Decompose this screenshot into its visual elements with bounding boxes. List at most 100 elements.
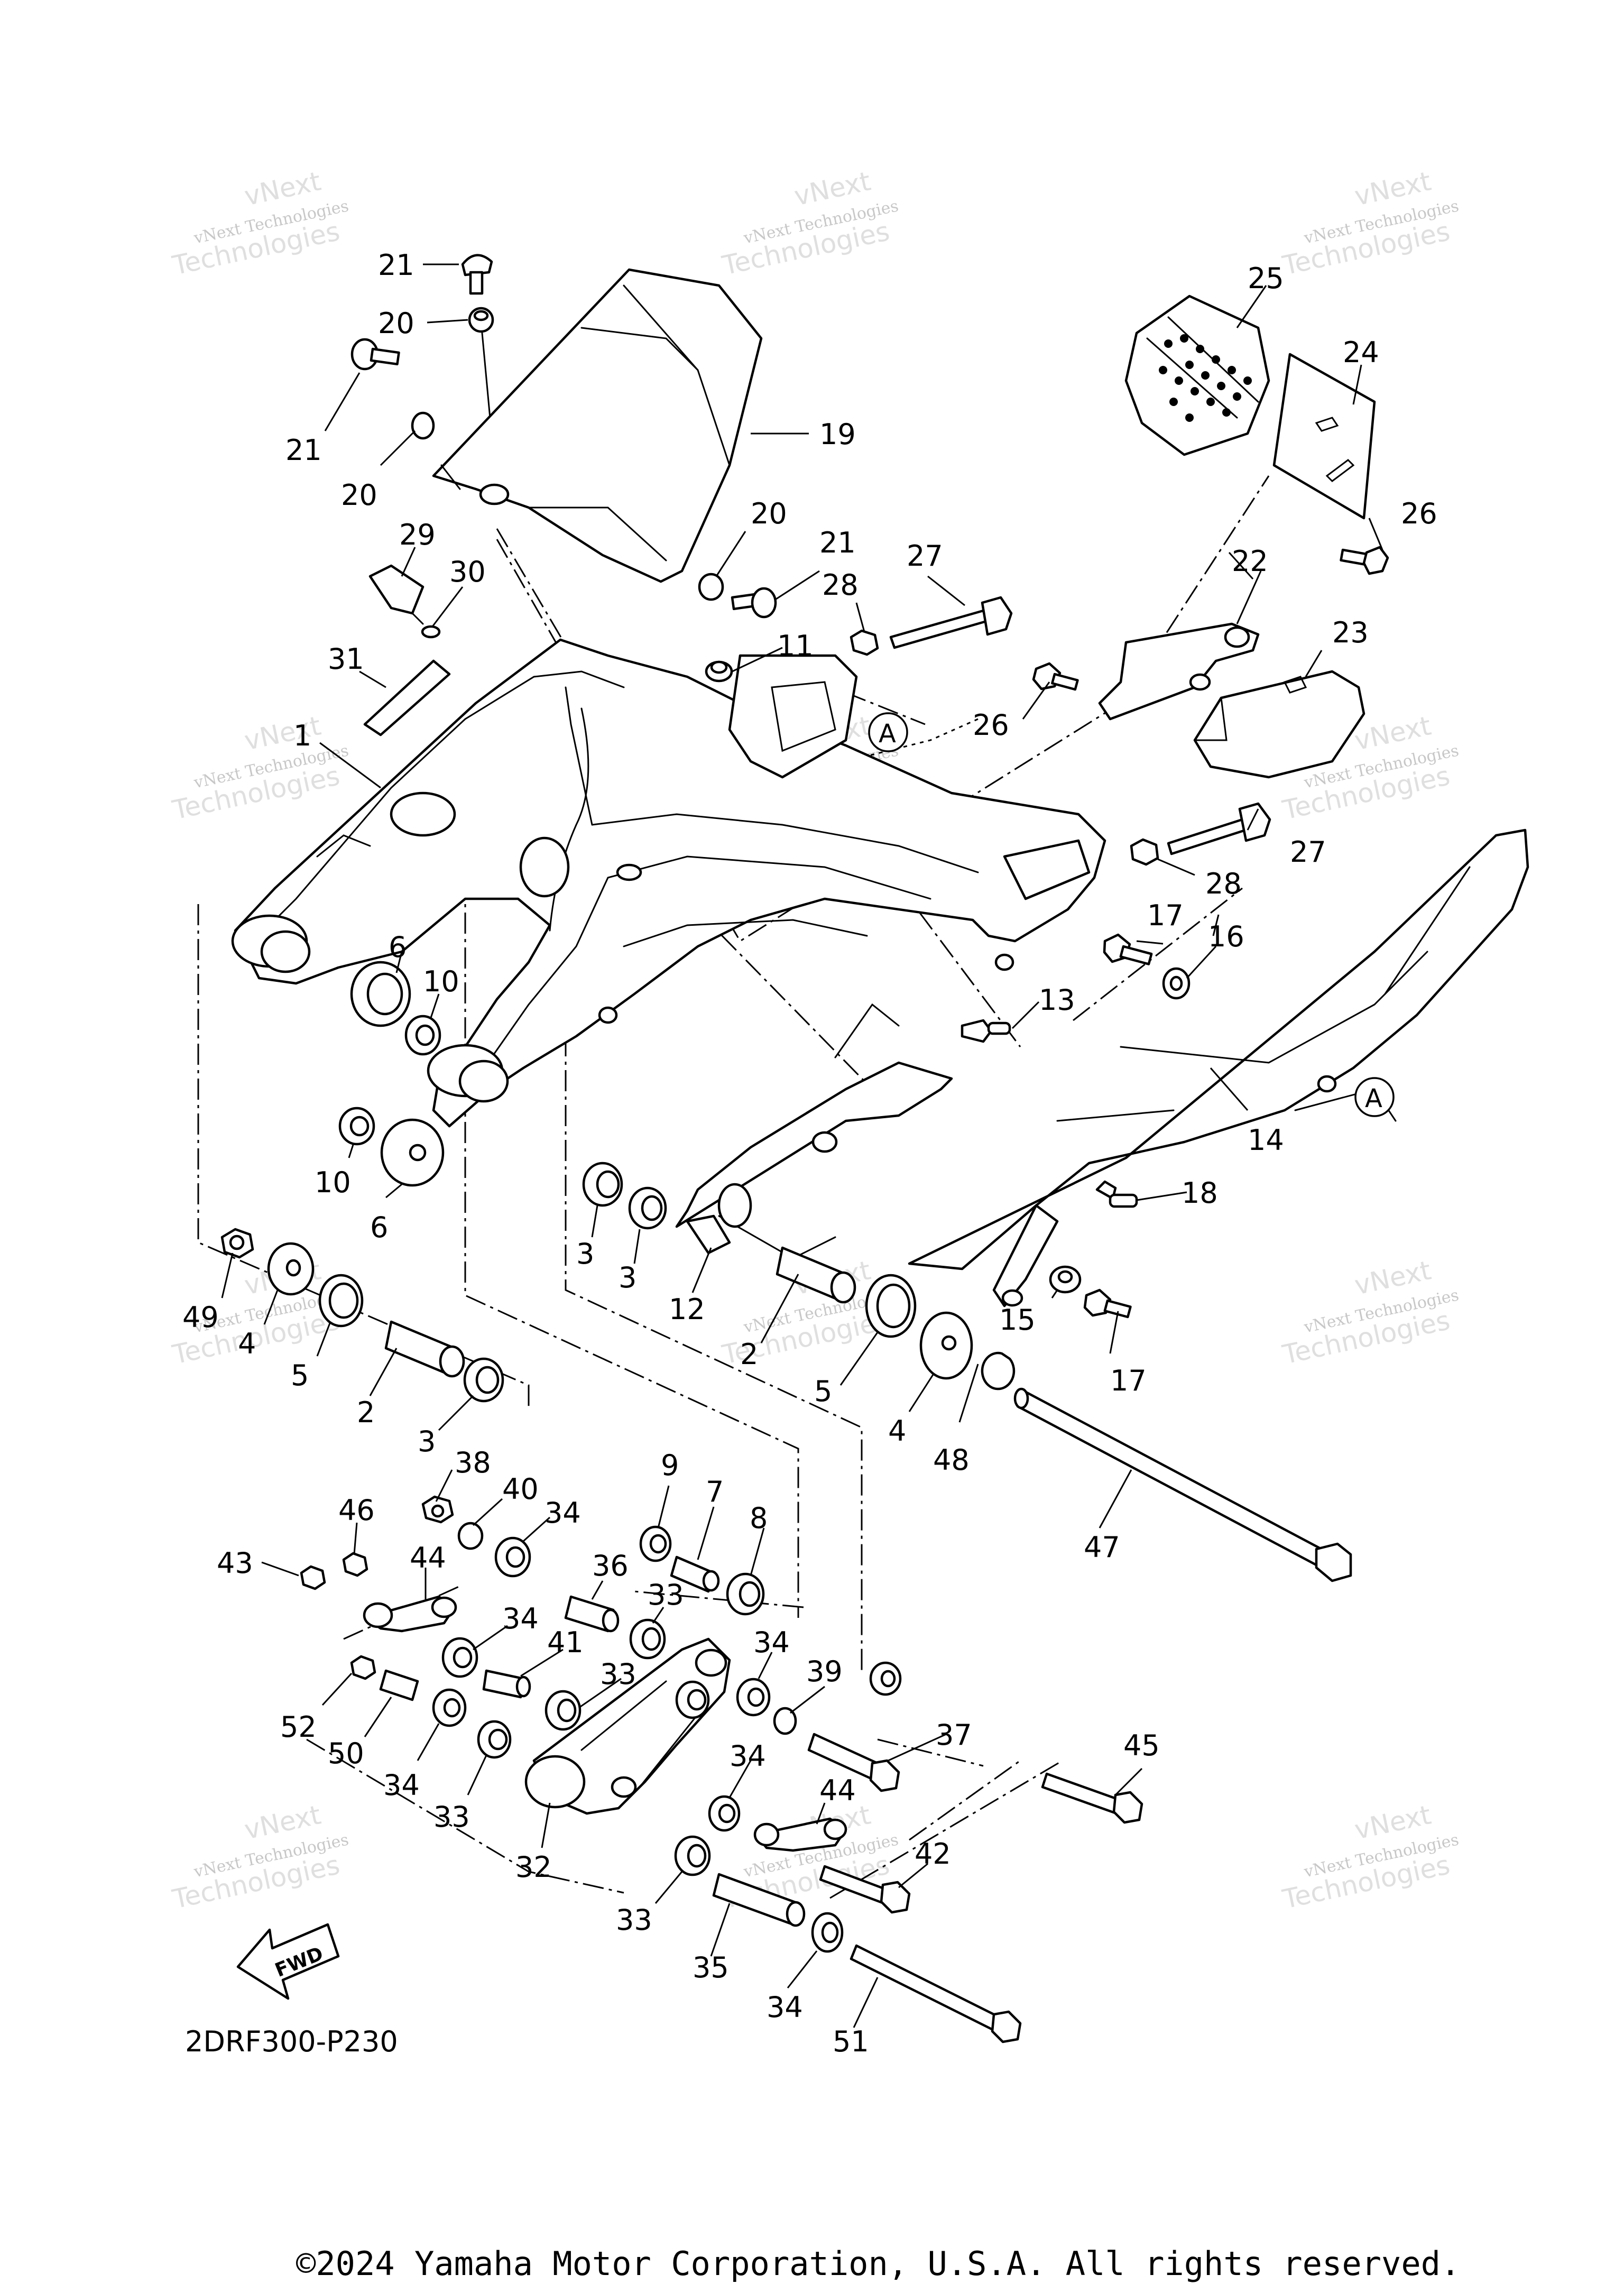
collar-35[interactable]	[712, 1873, 806, 1927]
callout: 40	[502, 1472, 539, 1506]
bolt-37[interactable]	[807, 1733, 900, 1792]
bearing-33-e[interactable]	[674, 1835, 711, 1876]
nut-52[interactable]	[350, 1655, 376, 1680]
collar-7[interactable]	[670, 1555, 720, 1593]
callout: 34	[383, 1769, 420, 1802]
washer-4-left[interactable]	[267, 1242, 315, 1296]
collar-36[interactable]	[564, 1595, 620, 1633]
bearing-3-left[interactable]	[463, 1357, 504, 1403]
bearing-33-b[interactable]	[545, 1690, 582, 1731]
axle-47[interactable]	[1013, 1387, 1352, 1582]
assembly-line	[829, 1760, 1063, 1899]
callout: 7	[706, 1475, 724, 1508]
nut-38[interactable]	[421, 1495, 454, 1524]
bolt-26-left[interactable]	[1032, 662, 1079, 691]
relay-arm-32[interactable]	[524, 1637, 731, 1815]
bearing-33-c[interactable]	[477, 1720, 512, 1759]
callout: 42	[915, 1837, 951, 1871]
bolt-42[interactable]	[819, 1865, 911, 1914]
bolt-21-right[interactable]	[731, 587, 777, 619]
nut-28-right[interactable]	[1130, 838, 1159, 866]
nut-43[interactable]	[300, 1565, 326, 1590]
bolt-45[interactable]	[1041, 1772, 1143, 1824]
clip-13[interactable]	[961, 1019, 1011, 1043]
diagram-code: 2DRF300-P230	[185, 2025, 398, 2058]
collar-9-bottom[interactable]	[869, 1661, 902, 1696]
seal-6-lower[interactable]	[380, 1118, 445, 1187]
collar-34-mid2[interactable]	[708, 1795, 741, 1832]
screw-18[interactable]	[1095, 1180, 1138, 1208]
bolt-27-right[interactable]	[1167, 802, 1271, 855]
link-44-bottom[interactable]	[753, 1817, 847, 1852]
chain-slider-12[interactable]	[675, 1003, 953, 1259]
callout: 15	[999, 1303, 1036, 1337]
callout: 3	[576, 1237, 594, 1270]
collar-34-mid[interactable]	[441, 1637, 478, 1678]
collar-9-top[interactable]	[639, 1525, 672, 1562]
callout: 34	[753, 1626, 790, 1659]
bolt-27-top[interactable]	[889, 596, 1013, 649]
cowl-19[interactable]	[432, 268, 763, 583]
washer-4-center[interactable]	[919, 1311, 973, 1380]
bolt-17-upper[interactable]	[1103, 933, 1153, 965]
nut-46[interactable]	[342, 1552, 368, 1577]
collar-16[interactable]	[1162, 967, 1191, 1000]
callout: 21	[819, 526, 856, 559]
nut-28-top[interactable]	[850, 629, 879, 656]
bolt-51[interactable]	[850, 1944, 1022, 2043]
collar-34-top[interactable]	[494, 1536, 531, 1578]
collar-34-lower[interactable]	[432, 1688, 467, 1727]
bearing-8[interactable]	[726, 1572, 765, 1616]
guard-25[interactable]	[1124, 294, 1270, 456]
washer-39[interactable]	[773, 1707, 797, 1735]
collar-20-top[interactable]	[468, 307, 494, 333]
watermark: vNext vNext Technologies Technologies	[1279, 1255, 1460, 1370]
seal-6-upper[interactable]	[350, 961, 411, 1027]
plate-24[interactable]	[1272, 353, 1376, 520]
collar-34-right[interactable]	[736, 1678, 771, 1717]
collar-20-right[interactable]	[698, 573, 724, 601]
nut-49[interactable]	[220, 1228, 254, 1259]
collar-2-left[interactable]	[384, 1320, 465, 1378]
washer-40[interactable]	[457, 1522, 484, 1550]
assembly-line	[464, 878, 799, 1618]
circlip-48[interactable]	[981, 1351, 1016, 1390]
seal-5-left[interactable]	[318, 1274, 364, 1328]
bolt-26-right[interactable]	[1340, 546, 1389, 575]
collar-20-left[interactable]	[411, 411, 435, 440]
callout: 34	[545, 1496, 581, 1530]
bearing-33-d[interactable]	[675, 1680, 710, 1719]
grommet-11[interactable]	[705, 660, 733, 683]
collar-50[interactable]	[379, 1669, 419, 1701]
collar-2-center[interactable]	[776, 1246, 856, 1304]
washer-30[interactable]	[421, 625, 441, 639]
clip-29[interactable]	[368, 564, 425, 625]
label-31[interactable]	[363, 659, 451, 736]
callout: 20	[378, 307, 414, 340]
seal-5-center[interactable]	[865, 1274, 917, 1338]
link-44-top[interactable]	[363, 1595, 457, 1633]
bearing-3-a[interactable]	[582, 1162, 623, 1207]
bearing-3-b[interactable]	[628, 1186, 667, 1230]
bolt-21-top[interactable]	[461, 254, 493, 295]
washer-10-lower[interactable]	[338, 1107, 375, 1146]
rear-bracket[interactable]	[728, 654, 858, 779]
bracket-22[interactable]	[1098, 622, 1260, 721]
collar-41[interactable]	[482, 1669, 531, 1699]
callout: 34	[502, 1602, 539, 1635]
watermark: vNext vNext Technologies Technologies	[169, 1799, 350, 1914]
washer-10-upper[interactable]	[404, 1015, 441, 1056]
collar-34-bottom[interactable]	[811, 1912, 844, 1953]
fwd-arrow-icon: FWD	[236, 1923, 340, 2000]
bolt-17-lower[interactable]	[1083, 1288, 1132, 1319]
ref-mark-a-top: A	[868, 712, 908, 752]
bearing-33-a[interactable]	[629, 1618, 666, 1660]
bolt-21-left[interactable]	[350, 338, 400, 371]
cover-23[interactable]	[1193, 670, 1365, 779]
callout: 35	[693, 1951, 729, 1984]
callout: 41	[547, 1626, 584, 1659]
callout: 20	[341, 478, 377, 512]
callout: 28	[822, 568, 859, 602]
watermark: vNext vNext Technologies Technologies	[169, 165, 350, 281]
collar-15[interactable]	[1049, 1265, 1082, 1294]
